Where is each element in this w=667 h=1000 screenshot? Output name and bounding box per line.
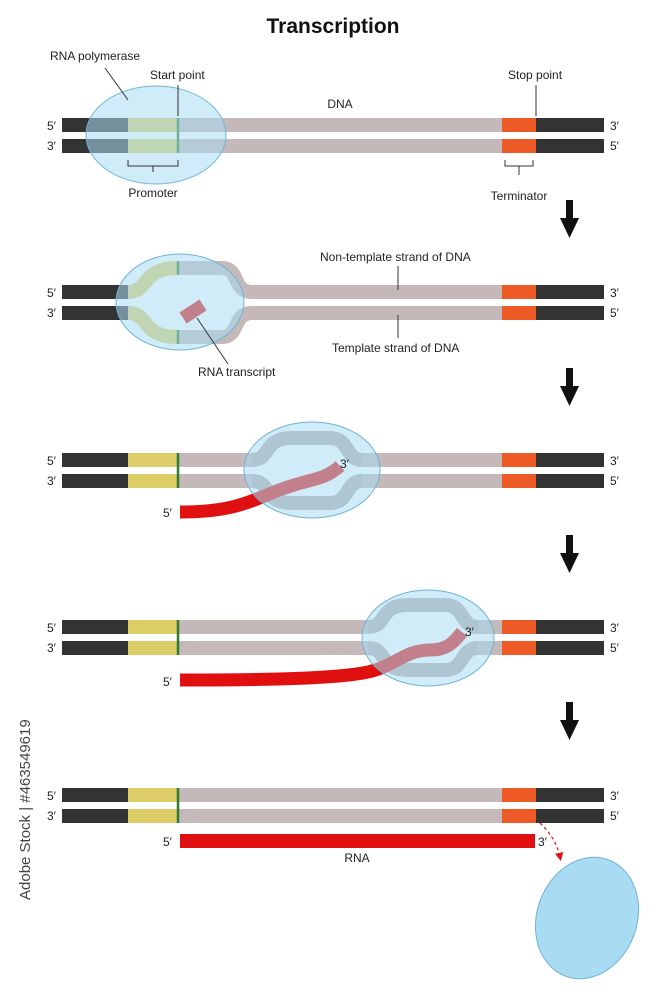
rna-five-end-label: 5′	[163, 835, 173, 849]
watermark-text: Adobe Stock | #463549619	[17, 719, 34, 900]
rna-transcript-label: RNA transcript	[198, 365, 276, 379]
end-label: 5′	[610, 809, 620, 823]
released-rna-polymerase	[534, 856, 640, 980]
end-label: 3′	[47, 809, 57, 823]
rna-five-end-label: 5′	[163, 675, 173, 689]
step-arrow	[560, 368, 579, 406]
end-label: 5′	[47, 286, 57, 300]
end-label: 3′	[47, 474, 57, 488]
end-label: 5′	[610, 139, 620, 153]
release-arrow	[539, 822, 564, 862]
end-label: 5′	[610, 306, 620, 320]
end-label: 5′	[47, 119, 57, 133]
rna-three-end-label: 3′	[465, 625, 475, 639]
stop-point-label: Stop point	[508, 68, 563, 82]
template-strand-label: Template strand of DNA	[332, 341, 459, 355]
terminator-bracket	[504, 160, 534, 175]
end-label: 5′	[610, 474, 620, 488]
dna-label: DNA	[327, 97, 352, 111]
start-point-label: Start point	[150, 68, 205, 82]
end-label: 3′	[610, 621, 620, 635]
rna-five-end-label: 5′	[163, 506, 173, 520]
diagram-title: Transcription	[266, 15, 399, 38]
terminator-label: Terminator	[491, 189, 548, 203]
step-arrow	[560, 535, 579, 573]
promoter-bracket	[127, 160, 179, 172]
stage-3: 5′ 3′ 3′ 5′ 5′ 3′	[47, 421, 620, 520]
rna-three-end-label: 3′	[538, 835, 548, 849]
rna-polymerase-blob	[85, 85, 227, 185]
end-label: 3′	[610, 119, 620, 133]
end-label: 5′	[47, 621, 57, 635]
rna-polymerase-label: RNA polymerase	[50, 49, 140, 63]
rna-product	[180, 834, 535, 848]
end-label: 3′	[610, 789, 620, 803]
end-label: 3′	[47, 139, 57, 153]
rna-polymerase-pointer	[104, 67, 129, 101]
stage-1: 5′ 3′ 3′ 5′ RNA polymerase Start point D…	[47, 49, 620, 203]
step-arrow	[560, 702, 579, 740]
step-arrow	[560, 200, 579, 238]
rna-polymerase-blob	[243, 421, 381, 519]
non-template-strand-label: Non-template strand of DNA	[320, 250, 471, 264]
stage-4: 5′ 3′ 3′ 5′ 5′ 3′	[47, 589, 620, 689]
end-label: 5′	[47, 789, 57, 803]
rna-three-end-label: 3′	[340, 457, 350, 471]
promoter-label: Promoter	[128, 186, 177, 200]
end-label: 5′	[47, 454, 57, 468]
end-label: 5′	[610, 641, 620, 655]
end-label: 3′	[47, 306, 57, 320]
rna-label: RNA	[344, 851, 369, 865]
rna-polymerase-blob	[361, 589, 495, 687]
stage-2: 5′ 3′ 3′ 5′ Non-template strand of DNA T…	[47, 250, 620, 379]
end-label: 3′	[610, 454, 620, 468]
end-label: 3′	[610, 286, 620, 300]
end-label: 3′	[47, 641, 57, 655]
rna-polymerase-blob	[115, 253, 245, 351]
stage-5: 5′ 3′ 3′ 5′ 5′ 3′ RNA	[47, 788, 640, 980]
